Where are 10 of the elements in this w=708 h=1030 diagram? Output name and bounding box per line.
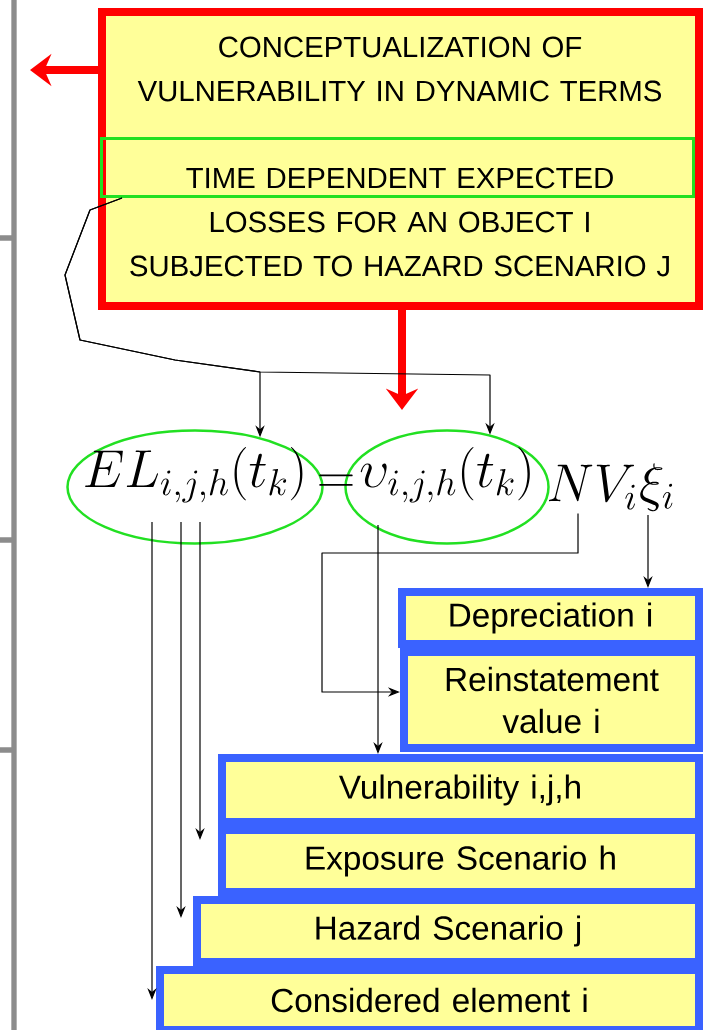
formula-term: $NV_i$ (548, 464, 635, 510)
concept-box: CONCEPTUALIZATION OF VULNERABILITY IN DYNAMIC TERMS TIME DEPENDENT EXPECTED LOSSES FOR AN OBJECT I SUBJECTED TO HAZARD SCENARIO J (98, 8, 703, 310)
factor-box: Exposure Scenario h (218, 826, 703, 896)
factor-box: Vulnerability i,j,h (218, 754, 703, 826)
highlight-frame (100, 137, 695, 198)
factor-box: Depreciation i (398, 588, 703, 648)
factor-box: Reinstatement value i (400, 648, 703, 752)
formula-term: $\xi_i$ (640, 463, 673, 512)
factor-box: Considered element i (156, 966, 703, 1030)
factor-box: Hazard Scenario j (193, 896, 703, 966)
